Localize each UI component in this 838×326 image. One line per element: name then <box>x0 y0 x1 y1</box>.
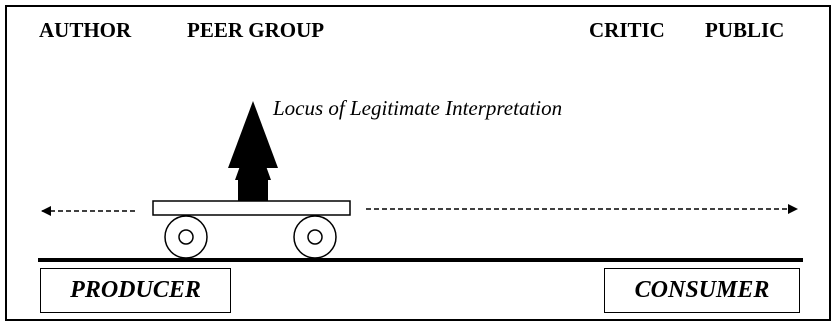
upward-arrow-icon <box>228 101 278 201</box>
label-peer-group: PEER GROUP <box>187 18 325 42</box>
consumer-box: CONSUMER <box>604 268 800 313</box>
producer-box: PRODUCER <box>40 268 231 313</box>
locus-label: Locus of Legitimate Interpretation <box>273 96 563 120</box>
cart-wheel-right <box>293 215 337 259</box>
label-critic: CRITIC <box>589 18 665 42</box>
cart-platform <box>152 200 351 216</box>
cart-icon <box>152 200 351 259</box>
label-author: AUTHOR <box>39 18 132 42</box>
label-public: PUBLIC <box>705 18 785 42</box>
ground-line <box>38 258 803 262</box>
cart-wheel-left <box>164 215 208 259</box>
